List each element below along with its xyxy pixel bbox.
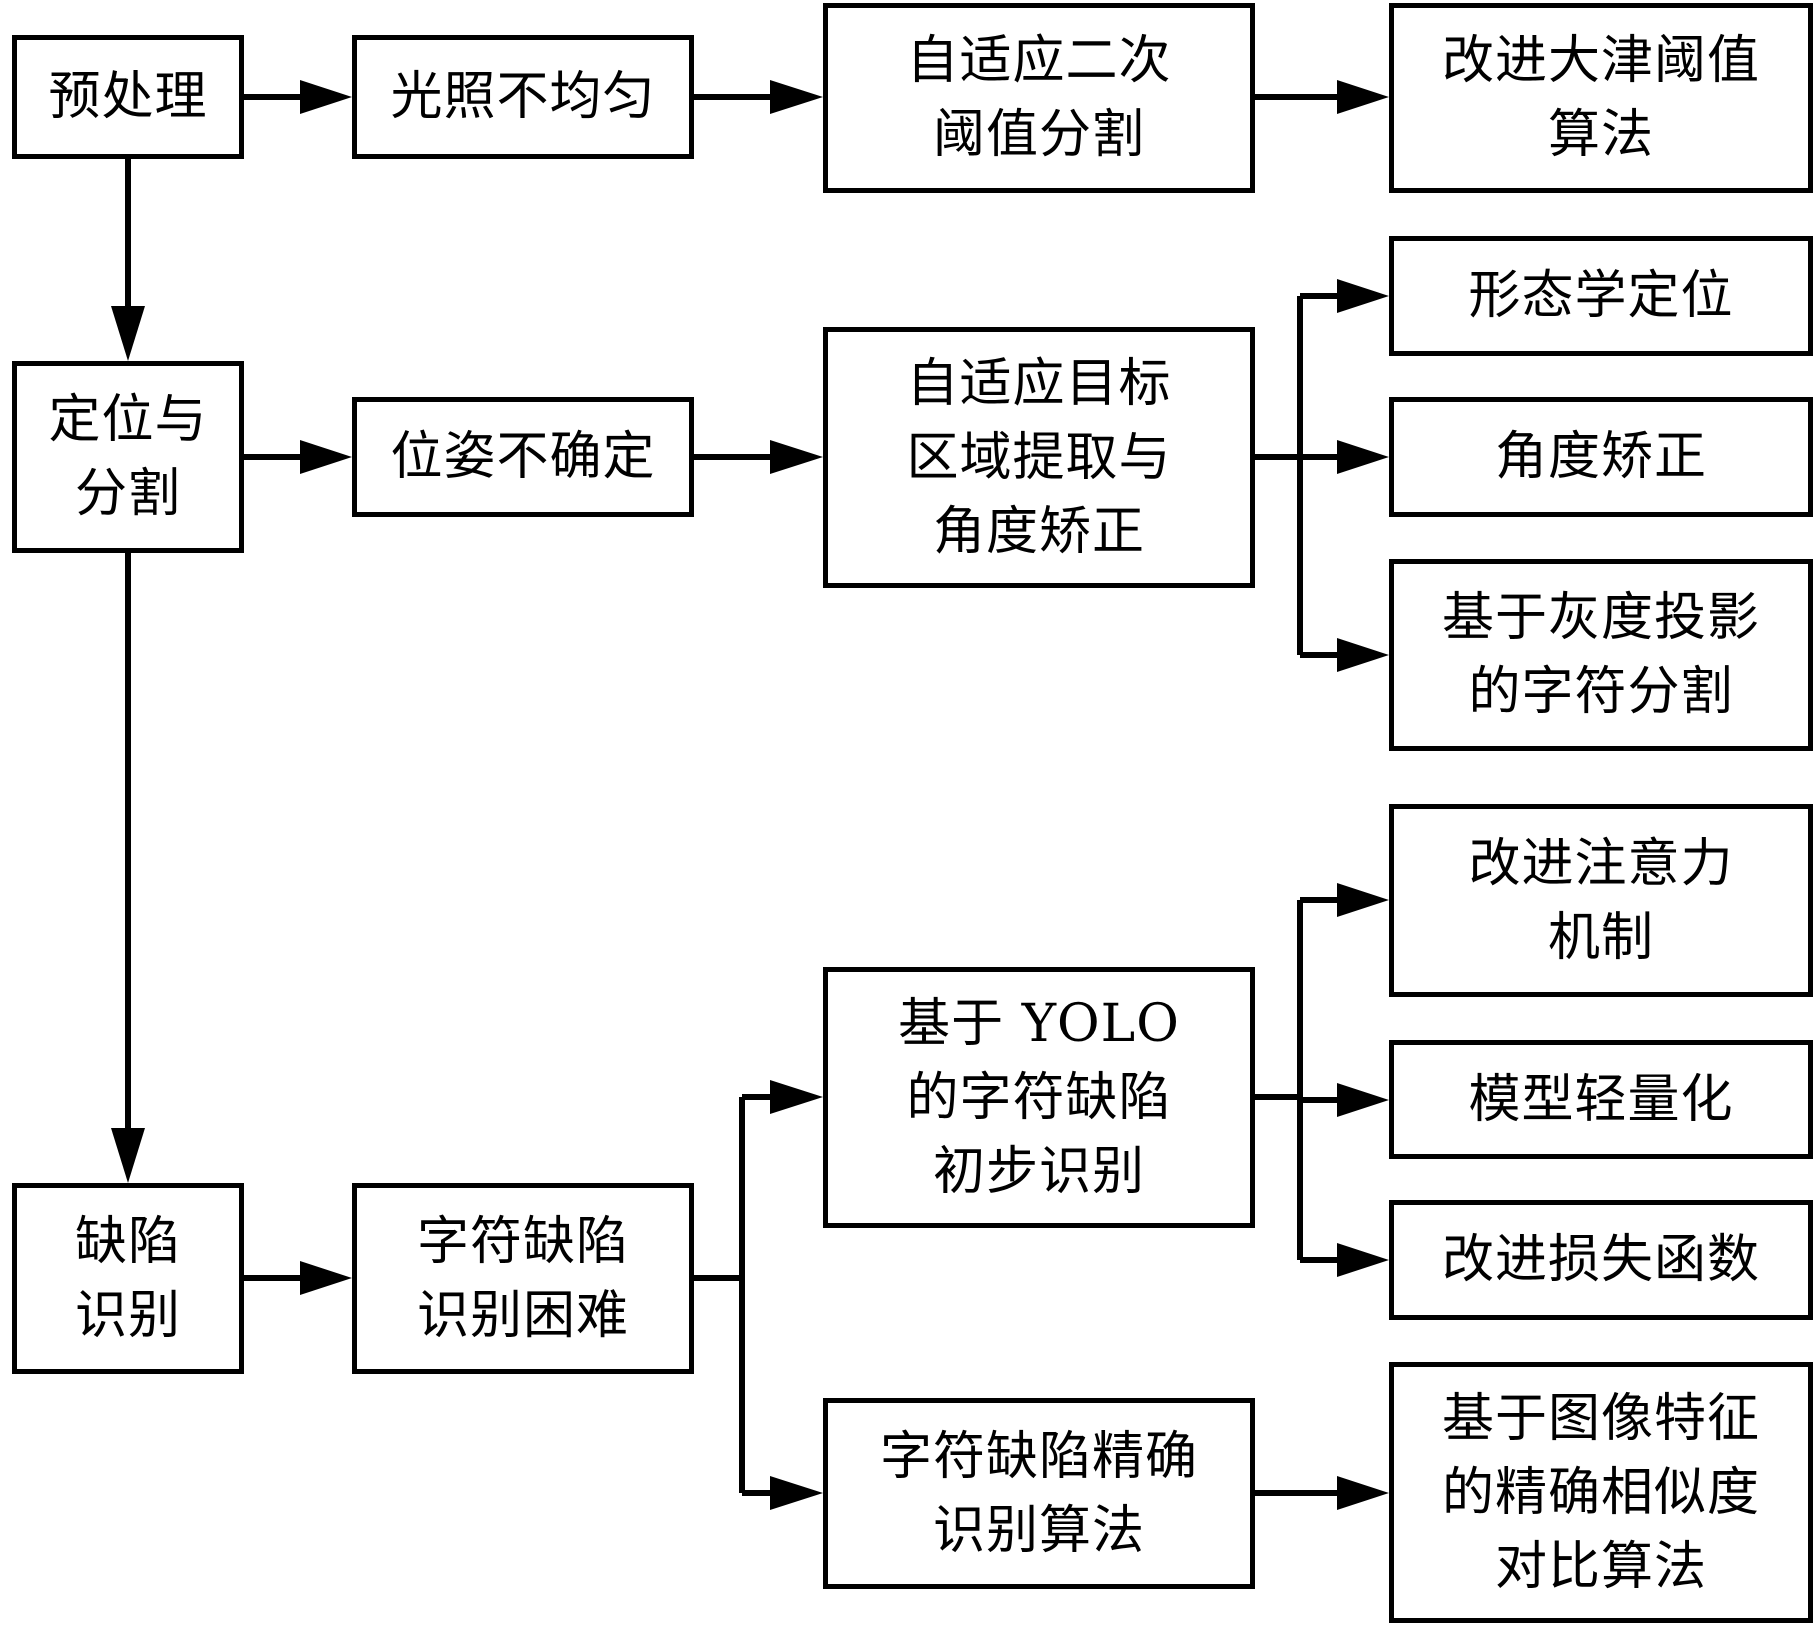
- node-label: 形态学定位: [1468, 266, 1734, 326]
- node-label: 定位与: [48, 390, 208, 450]
- node-label: 基于 YOLO: [898, 993, 1180, 1054]
- node-label: 角度矫正: [1494, 427, 1707, 487]
- arrowhead-icon: [770, 440, 823, 474]
- node-gray-projection: 基于灰度投影 的字符分割: [1389, 559, 1813, 751]
- node-locate-segment: 定位与 分割: [12, 361, 244, 553]
- node-precise-algorithm: 字符缺陷精确 识别算法: [823, 1398, 1255, 1589]
- node-label: 区域提取与: [906, 427, 1172, 488]
- arrowhead-icon: [111, 306, 145, 361]
- node-adaptive-roi: 自适应目标 区域提取与 角度矫正: [823, 327, 1255, 588]
- node-label: 阈值分割: [932, 105, 1145, 165]
- node-pose-uncertain: 位姿不确定: [352, 397, 694, 517]
- arrowhead-icon: [300, 80, 352, 114]
- arrowhead-icon: [1337, 1083, 1389, 1117]
- node-label: 改进大津阈值: [1441, 31, 1760, 91]
- node-label: 改进损失函数: [1441, 1230, 1760, 1290]
- node-label: 模型轻量化: [1468, 1069, 1734, 1130]
- node-improved-loss: 改进损失函数: [1389, 1200, 1813, 1320]
- node-label: 字符缺陷精确: [879, 1426, 1198, 1487]
- node-defect-recog: 缺陷 识别: [12, 1183, 244, 1374]
- node-model-lightweight: 模型轻量化: [1389, 1040, 1813, 1159]
- node-uneven-light: 光照不均匀: [352, 35, 694, 159]
- node-label: 改进注意力: [1468, 833, 1734, 894]
- node-label: 预处理: [48, 67, 208, 127]
- node-label: 字符缺陷: [416, 1211, 629, 1272]
- node-label: 位姿不确定: [390, 427, 656, 487]
- node-label: 自适应目标: [906, 353, 1172, 414]
- node-yolo-recog: 基于 YOLO 的字符缺陷 初步识别: [823, 967, 1255, 1228]
- node-label: 基于灰度投影: [1441, 588, 1760, 648]
- node-defect-difficulty: 字符缺陷 识别困难: [352, 1183, 694, 1374]
- arrowhead-icon: [770, 1080, 823, 1114]
- node-label: 的字符缺陷: [906, 1067, 1172, 1128]
- node-label: 角度矫正: [932, 501, 1145, 562]
- arrowhead-icon: [1337, 638, 1389, 672]
- arrowhead-icon: [300, 440, 352, 474]
- node-angle-correct: 角度矫正: [1389, 397, 1813, 517]
- node-label: 算法: [1547, 105, 1654, 165]
- node-label: 机制: [1547, 907, 1654, 968]
- arrowhead-icon: [1337, 1476, 1389, 1510]
- node-label: 识别困难: [416, 1285, 629, 1346]
- arrowhead-icon: [1337, 279, 1389, 313]
- node-improved-otsu: 改进大津阈值 算法: [1389, 3, 1813, 193]
- node-label: 初步识别: [932, 1141, 1145, 1202]
- node-label: 光照不均匀: [390, 67, 656, 127]
- arrowhead-icon: [770, 80, 823, 114]
- node-morph-locate: 形态学定位: [1389, 236, 1813, 356]
- arrowhead-icon: [770, 1476, 823, 1510]
- node-adaptive-threshold: 自适应二次 阈值分割: [823, 3, 1255, 193]
- arrowhead-icon: [111, 1128, 145, 1183]
- arrowhead-icon: [300, 1261, 352, 1295]
- node-label: 分割: [74, 464, 181, 524]
- node-preprocess: 预处理: [12, 35, 244, 159]
- node-label: 基于图像特征: [1441, 1388, 1760, 1449]
- arrowhead-icon: [1337, 440, 1389, 474]
- node-feature-similarity: 基于图像特征 的精确相似度 对比算法: [1389, 1362, 1813, 1623]
- arrowhead-icon: [1337, 1243, 1389, 1277]
- node-label: 缺陷: [74, 1211, 181, 1272]
- arrowhead-icon: [1337, 883, 1389, 917]
- node-label: 的字符分割: [1468, 662, 1734, 722]
- node-label: 识别算法: [932, 1500, 1145, 1561]
- node-label: 对比算法: [1494, 1536, 1707, 1597]
- node-label: 识别: [74, 1285, 181, 1346]
- node-label: 的精确相似度: [1441, 1462, 1760, 1523]
- arrowhead-icon: [1337, 80, 1389, 114]
- node-label: 自适应二次: [906, 31, 1172, 91]
- node-improved-attention: 改进注意力 机制: [1389, 804, 1813, 997]
